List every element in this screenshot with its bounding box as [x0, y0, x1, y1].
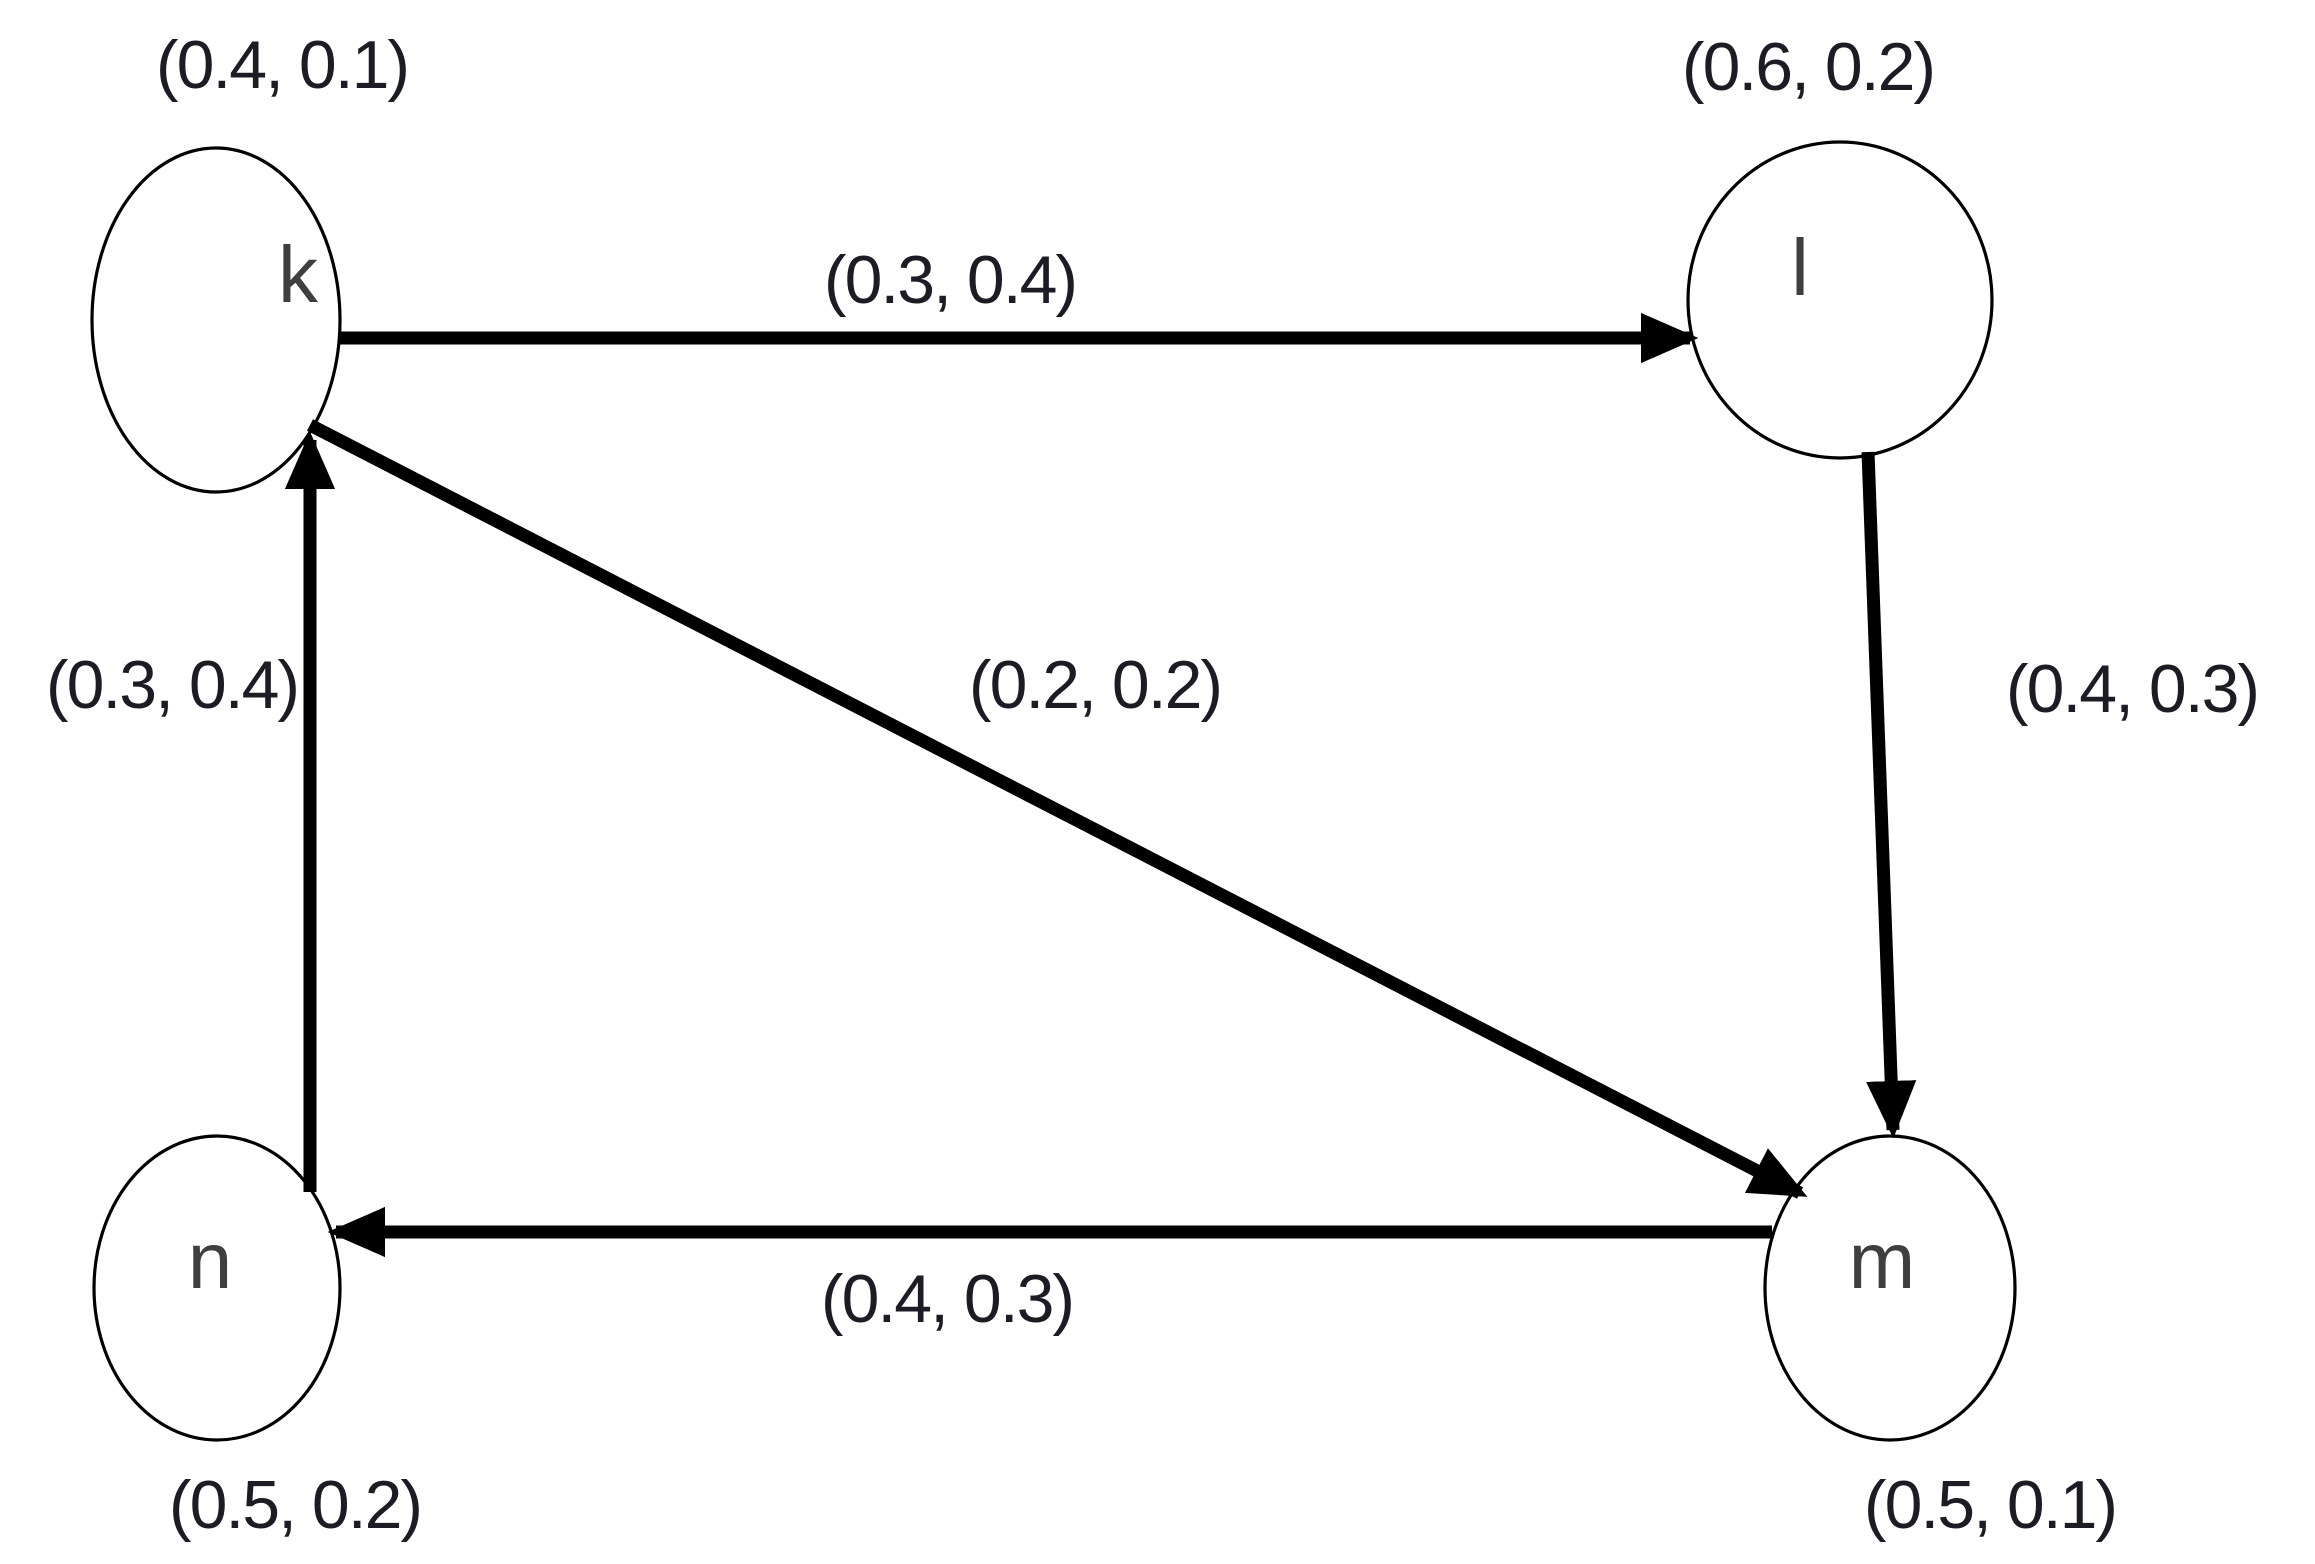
edge-l-m-weight-label: (0.4, 0.3) [2006, 651, 2258, 727]
edge-k-l-weight-label: (0.3, 0.4) [824, 242, 1076, 318]
node-k-letter: k [278, 230, 319, 319]
node-n-weight-label: (0.5, 0.2) [169, 1467, 421, 1543]
edge-n-k-weight-label: (0.3, 0.4) [46, 647, 298, 723]
node-m-weight-label: (0.5, 0.1) [1864, 1467, 2116, 1543]
node-l-circle [1686, 140, 1994, 460]
node-l-letter: l [1791, 223, 1809, 312]
edge-l-to-m-arrow [1861, 451, 1917, 1139]
node-k-circle [90, 146, 342, 494]
node-m-letter: m [1849, 1216, 1916, 1305]
node-k-weight-label: (0.4, 0.1) [156, 27, 408, 103]
edge-k-m-weight-label: (0.2, 0.2) [969, 647, 1221, 723]
edge-k-to-m-arrow [307, 419, 1808, 1199]
node-l-weight-label: (0.6, 0.2) [1682, 29, 1934, 105]
edge-m-n-weight-label: (0.4, 0.3) [821, 1261, 1073, 1337]
node-n-circle [92, 1134, 342, 1442]
node-n-letter: n [188, 1216, 233, 1305]
